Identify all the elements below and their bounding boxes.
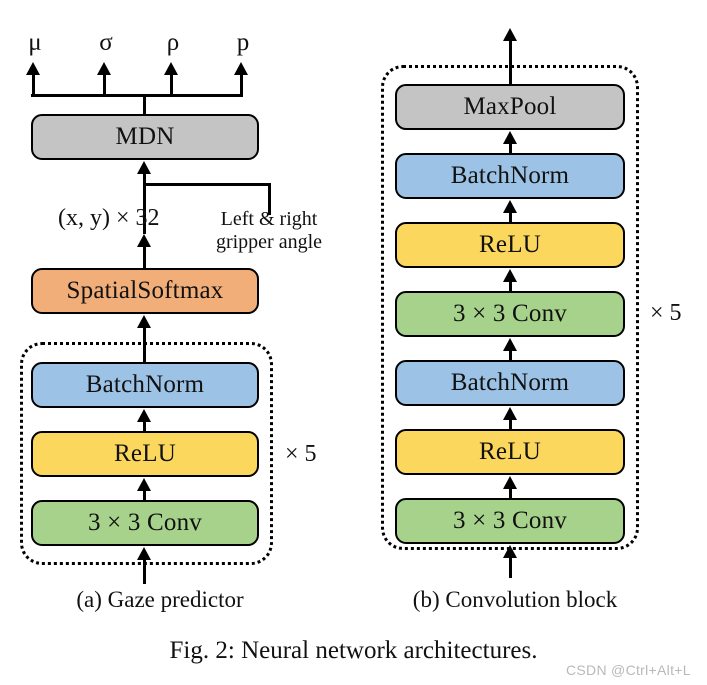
block-batchnorm-b-upper[interactable]: BatchNorm — [395, 153, 625, 199]
gripper-angle-label-line2: gripper angle — [215, 231, 323, 253]
batchnorm-a-input-arrow-stem — [142, 420, 147, 431]
output-arrow-sigma-head — [97, 62, 111, 75]
softmax-input-arrow-head — [137, 315, 151, 328]
batchnorm-b-lower-input-arrow-stem — [508, 418, 513, 429]
relu-b-upper-input-arrow-head — [503, 269, 517, 282]
softmax-output-arrow-head — [137, 234, 151, 247]
block-mdn[interactable]: MDN — [31, 114, 259, 160]
feature-vector-label: (x, y) × 32 — [58, 205, 160, 231]
panel-a-subcaption: (a) Gaze predictor — [76, 587, 244, 612]
batchnorm-b-upper-input-arrow-stem — [508, 211, 513, 222]
conv-b-upper-input-arrow-head — [503, 338, 517, 351]
block-maxpool-b[interactable]: MaxPool — [395, 84, 625, 130]
panel-b-subcaption: (b) Convolution block — [412, 587, 618, 612]
panel-a-input-arrow-stem — [142, 558, 147, 584]
watermark: CSDN @Ctrl+Alt+L — [566, 662, 691, 678]
block-spatialsoftmax-label: SpatialSoftmax — [66, 276, 224, 304]
figure-caption: Fig. 2: Neural network architectures. — [169, 637, 538, 664]
output-arrow-mu-stem — [31, 73, 36, 97]
relu-a-input-arrow-stem — [142, 489, 147, 500]
batchnorm-a-input-arrow-head — [137, 409, 151, 422]
block-relu-b-lower[interactable]: ReLU — [395, 429, 625, 475]
panel-b-convolution-block: MaxPool BatchNorm ReLU 3 × 3 Conv BatchN… — [350, 0, 707, 685]
block-batchnorm-a-label: BatchNorm — [85, 370, 205, 398]
block-maxpool-b-label: MaxPool — [463, 92, 557, 120]
output-arrow-mu-head — [26, 62, 40, 75]
mdn-input-arrow-head — [137, 161, 151, 174]
block-conv-b-upper[interactable]: 3 × 3 Conv — [395, 291, 625, 337]
block-relu-b-upper-label: ReLU — [479, 230, 541, 258]
output-bus-line — [31, 94, 243, 98]
relu-b-upper-input-arrow-stem — [508, 280, 513, 291]
relu-a-input-arrow-head — [137, 478, 151, 491]
mdn-to-bus-stem — [142, 94, 147, 115]
panel-b-output-arrow-stem — [508, 39, 513, 85]
panel-a-input-arrow-head — [137, 547, 151, 560]
maxpool-b-input-arrow-head — [503, 131, 517, 144]
batchnorm-b-upper-input-arrow-head — [503, 200, 517, 213]
gripper-branch-vertical — [267, 183, 271, 215]
output-arrow-p-stem — [239, 73, 244, 97]
block-relu-b-upper[interactable]: ReLU — [395, 222, 625, 268]
output-arrow-rho-stem — [169, 73, 174, 97]
output-symbol-rho: ρ — [166, 29, 180, 56]
panel-b-input-arrow-stem — [508, 556, 513, 578]
gripper-branch-horizontal — [142, 183, 271, 187]
block-relu-b-lower-label: ReLU — [479, 437, 541, 465]
block-batchnorm-a[interactable]: BatchNorm — [31, 362, 259, 408]
block-relu-a[interactable]: ReLU — [31, 431, 259, 477]
block-conv-b-upper-label: 3 × 3 Conv — [452, 299, 568, 327]
block-batchnorm-b-lower[interactable]: BatchNorm — [395, 360, 625, 406]
block-relu-a-label: ReLU — [114, 439, 176, 467]
block-conv-a[interactable]: 3 × 3 Conv — [31, 500, 259, 546]
output-arrow-p-head — [234, 62, 248, 75]
block-mdn-label: MDN — [115, 122, 175, 150]
block-batchnorm-b-upper-label: BatchNorm — [450, 161, 570, 189]
gripper-angle-label-line1: Left & right — [220, 208, 318, 230]
output-symbol-mu: μ — [28, 29, 42, 56]
maxpool-b-input-arrow-stem — [508, 142, 513, 153]
repeat-label-b: × 5 — [650, 300, 682, 326]
block-conv-b-lower-label: 3 × 3 Conv — [452, 506, 568, 534]
repeat-label-a: × 5 — [285, 441, 317, 467]
output-arrow-rho-head — [164, 62, 178, 75]
batchnorm-b-lower-input-arrow-head — [503, 407, 517, 420]
output-arrow-sigma-stem — [102, 73, 107, 97]
mdn-input-arrow-stem — [142, 172, 147, 234]
panel-b-output-arrow-head — [503, 28, 517, 41]
relu-b-lower-input-arrow-head — [503, 476, 517, 489]
relu-b-lower-input-arrow-stem — [508, 487, 513, 498]
block-batchnorm-b-lower-label: BatchNorm — [450, 368, 570, 396]
softmax-output-arrow-stem — [142, 245, 147, 268]
block-conv-b-lower[interactable]: 3 × 3 Conv — [395, 498, 625, 544]
conv-b-upper-input-arrow-stem — [508, 349, 513, 360]
softmax-input-arrow-stem — [142, 326, 147, 363]
output-symbol-p: p — [236, 29, 250, 56]
panel-a-gaze-predictor: μ σ ρ p MDN (x, y) × 32 Left & right gri… — [0, 0, 350, 685]
output-symbol-sigma: σ — [99, 29, 113, 56]
block-spatialsoftmax[interactable]: SpatialSoftmax — [31, 268, 259, 314]
panel-b-input-arrow-head — [503, 545, 517, 558]
block-conv-a-label: 3 × 3 Conv — [87, 508, 203, 536]
